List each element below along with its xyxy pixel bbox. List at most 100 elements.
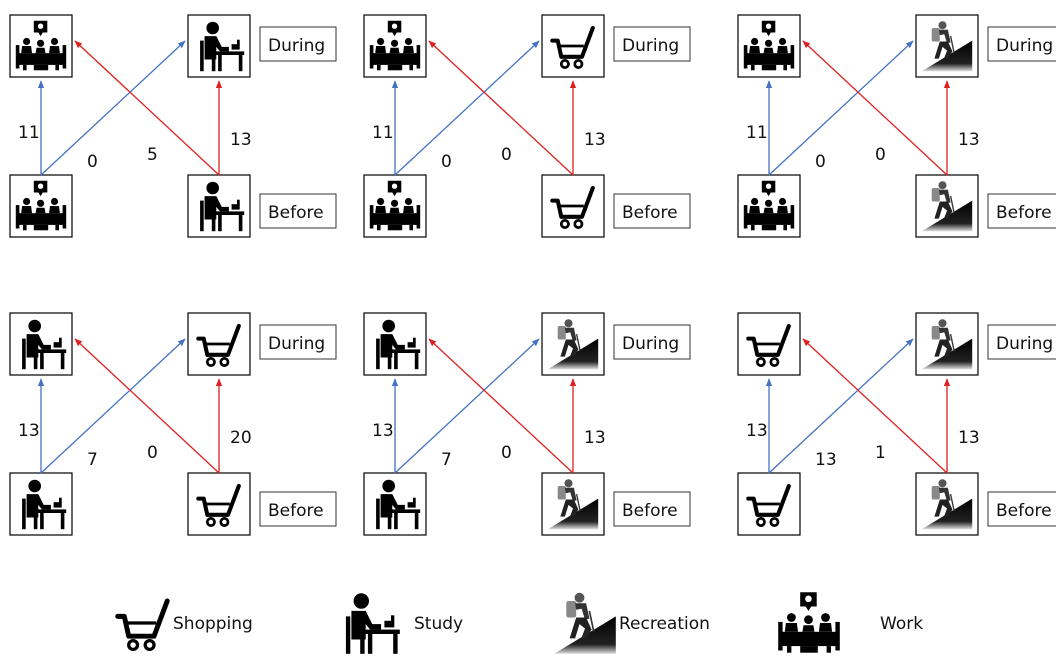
legend-item-recreation: Recreation [553,591,710,655]
recreation-before-node [541,472,605,536]
before-tag: Before [987,491,1056,527]
work-before-node [737,174,801,238]
right-to-left-arrow [802,338,948,474]
left-to-right-arrow [394,40,540,176]
during-label: During [996,334,1053,354]
recreation-before-node [915,472,979,536]
legend-label: Recreation [619,614,710,634]
shopping-icon [118,601,168,649]
right-to-left-count: 1 [875,443,886,463]
left-to-right-arrow [40,338,186,474]
right-to-left-arrow [428,338,574,474]
before-label: Before [622,501,678,521]
right-to-left-count: 5 [147,145,158,165]
legend-label: Study [414,614,463,634]
before-tag: Before [259,193,337,229]
left-stay-count: 11 [18,123,40,143]
shopping-during-node [737,312,801,376]
during-label: During [996,36,1053,56]
recreation-during-node [541,312,605,376]
during-label: During [268,334,325,354]
recreation-during-node [915,14,979,78]
before-tag: Before [259,491,337,527]
left-to-right-arrow [768,338,914,474]
right-to-left-count: 0 [875,145,886,165]
shopping-before-node [187,472,251,536]
study-before-node [9,472,73,536]
before-tag: Before [987,193,1056,229]
left-to-right-count: 7 [441,450,452,470]
before-label: Before [622,203,678,223]
during-label: During [622,36,679,56]
legend-item-work: Work [778,592,923,653]
shopping-before-node [737,472,801,536]
before-label: Before [268,203,324,223]
left-to-right-arrow [394,338,540,474]
work-during-node [9,14,73,78]
left-stay-count: 11 [746,123,768,143]
left-to-right-count: 7 [87,450,98,470]
left-to-right-count: 0 [815,152,826,172]
right-stay-count: 13 [230,130,252,150]
right-stay-count: 13 [958,130,980,150]
left-stay-count: 13 [372,421,394,441]
left-to-right-count: 0 [441,152,452,172]
study-before-node [187,174,251,238]
during-label: During [622,334,679,354]
activity-legend: Shopping Study Recreation Work [118,591,923,655]
right-to-left-count: 0 [501,145,512,165]
left-stay-count: 11 [372,123,394,143]
recreation-during-node [915,312,979,376]
before-tag: Before [613,491,691,527]
during-tag: During [259,324,337,360]
legend-item-study: Study [345,593,463,654]
recreation-before-node [915,174,979,238]
during-tag: During [987,26,1056,62]
left-to-right-arrow [768,40,914,176]
left-stay-count: 13 [746,421,768,441]
right-stay-count: 13 [958,428,980,448]
work-during-node [737,14,801,78]
during-tag: During [987,324,1056,360]
during-tag: During [259,26,337,62]
before-tag: Before [613,193,691,229]
right-to-left-count: 0 [501,443,512,463]
shopping-during-node [187,312,251,376]
study-during-node [187,14,251,78]
right-to-left-arrow [74,40,220,176]
before-label: Before [268,501,324,521]
shopping-during-node [541,14,605,78]
left-to-right-count: 0 [87,152,98,172]
work-before-node [363,174,427,238]
right-stay-count: 20 [230,428,252,448]
work-during-node [363,14,427,78]
right-stay-count: 13 [584,130,606,150]
left-stay-count: 13 [18,421,40,441]
legend-label: Shopping [173,614,253,634]
during-tag: During [613,324,691,360]
legend-item-shopping: Shopping [118,601,253,649]
shopping-before-node [541,174,605,238]
study-during-node [363,312,427,376]
before-label: Before [996,501,1052,521]
before-label: Before [996,203,1052,223]
work-before-node [9,174,73,238]
right-to-left-arrow [74,338,220,474]
right-to-left-count: 0 [147,443,158,463]
work-icon [778,592,840,653]
during-tag: During [613,26,691,62]
study-before-node [363,472,427,536]
right-to-left-arrow [802,40,948,176]
during-label: During [268,36,325,56]
right-stay-count: 13 [584,428,606,448]
left-to-right-arrow [40,40,186,176]
right-to-left-arrow [428,40,574,176]
